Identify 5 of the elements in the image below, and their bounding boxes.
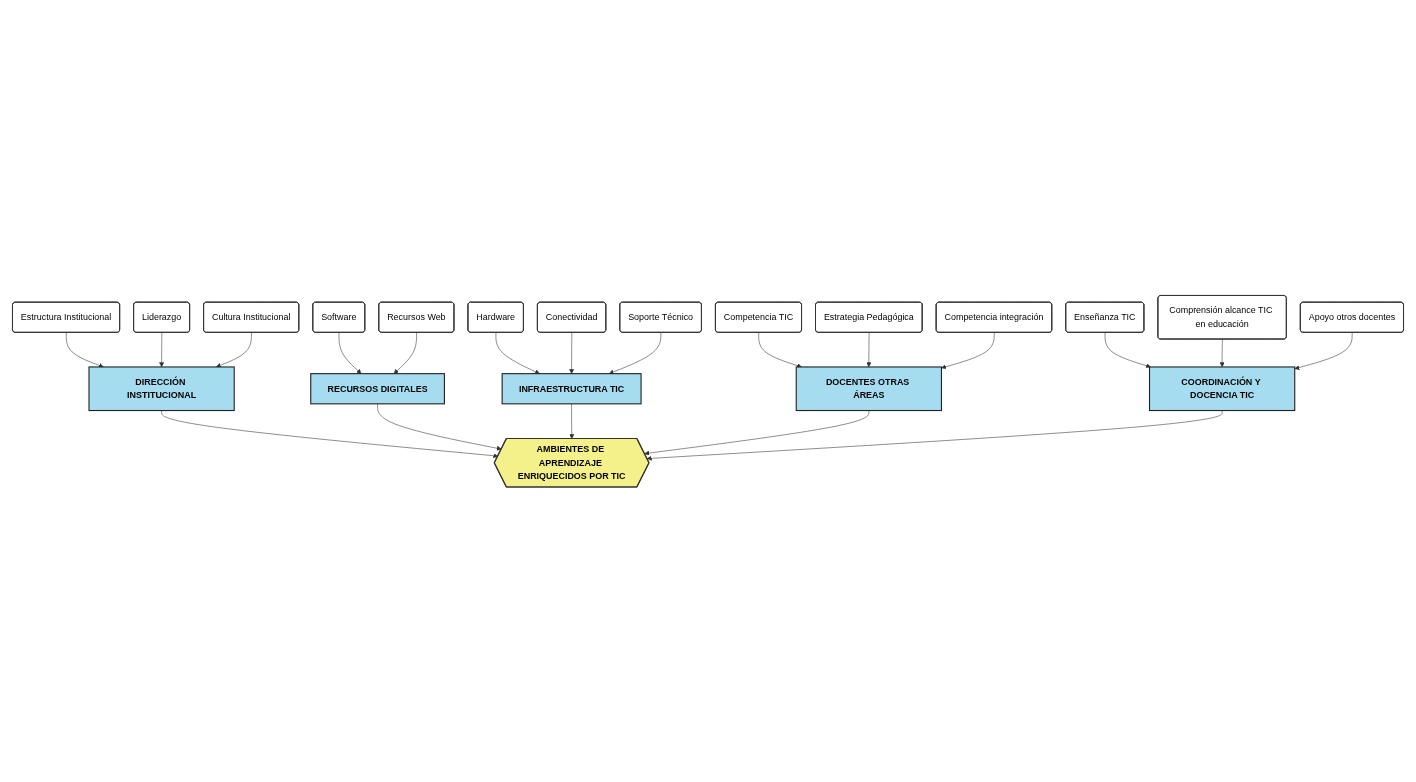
node-box: DOCENTES OTRAS ÁREAS bbox=[795, 366, 942, 411]
node-box: COORDINACIÓN Y DOCENCIA TIC bbox=[1148, 366, 1296, 411]
node-box: DIRECCIÓN INSTITUCIONAL bbox=[88, 366, 235, 411]
node-box: INFRAESTRUCTURA TIC bbox=[501, 372, 642, 405]
node-box: RECURSOS DIGITALES bbox=[310, 372, 445, 405]
